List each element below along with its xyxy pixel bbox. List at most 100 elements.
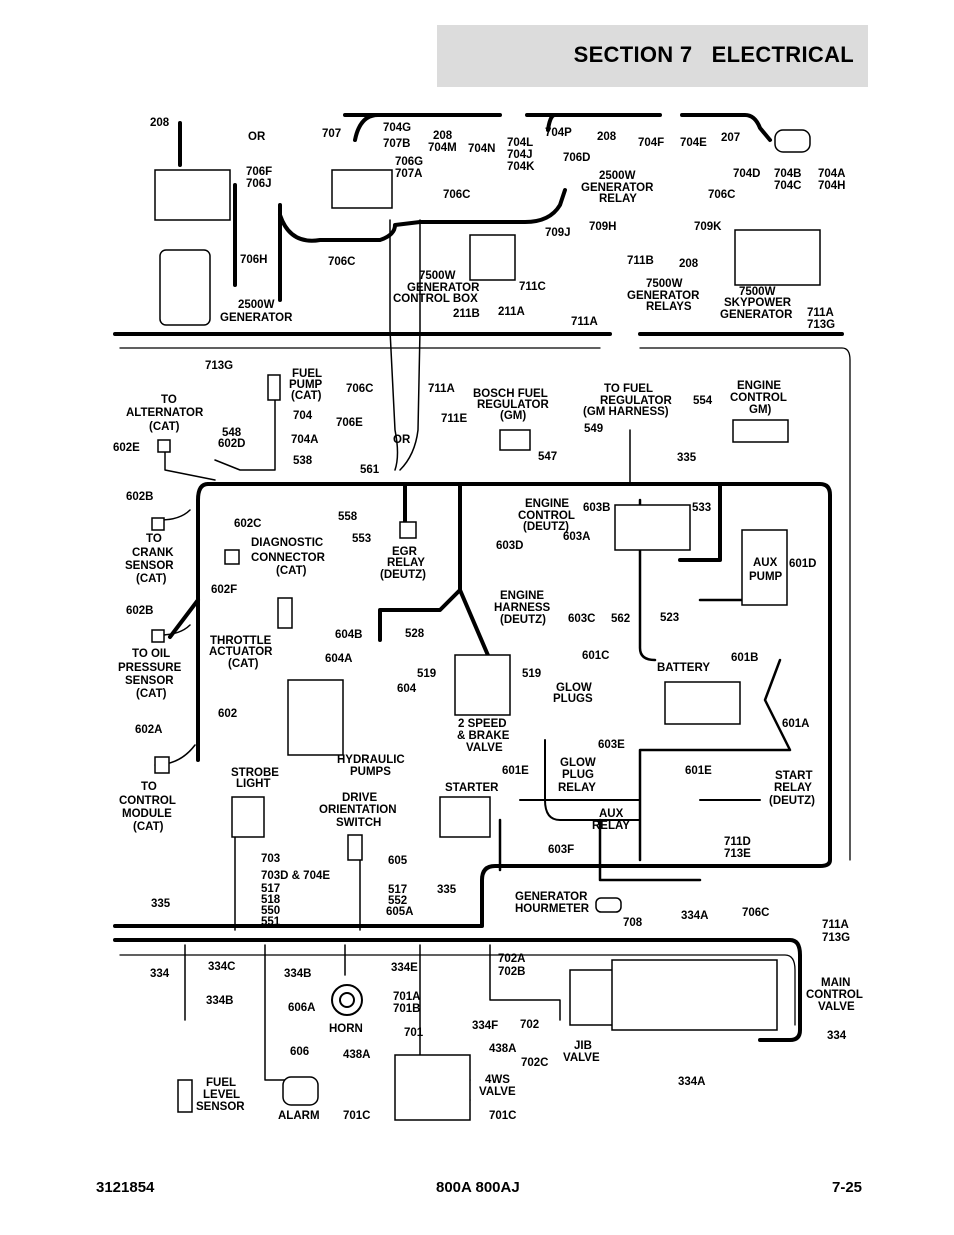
diagram-label: 334C: [208, 961, 236, 973]
drive-orientation-switch: [347, 834, 363, 861]
diagram-label: 4WS: [485, 1074, 510, 1086]
hydraulic-pumps: [287, 679, 344, 756]
diagram-label: 704: [293, 410, 313, 422]
engine-control-deutz: [614, 504, 691, 551]
model-name: 800A 800AJ: [436, 1179, 520, 1196]
bus-upper-thin: [119, 347, 851, 861]
diagram-label: MAIN: [821, 977, 850, 989]
diagram-label: 704H: [818, 180, 846, 192]
diagram-label: 704D: [733, 168, 761, 180]
diagram-label: 706C: [443, 189, 471, 201]
diagram-label: 709H: [589, 221, 617, 233]
jib-valve: [569, 969, 616, 1026]
diagram-label: 552: [388, 895, 407, 907]
diagram-label: 602: [218, 708, 237, 720]
diagram-label: 706D: [563, 152, 591, 164]
diagram-label: 704K: [507, 161, 535, 173]
diagram-label: 713G: [822, 932, 850, 944]
diagram-label: (CAT): [136, 688, 167, 700]
diagram-label: 707B: [383, 138, 411, 150]
diagram-label: 601E: [685, 765, 712, 777]
diagram-label: 704M: [428, 142, 457, 154]
diagram-label: 551: [261, 916, 281, 928]
diagram-label: 602C: [234, 518, 262, 530]
fuel-pump-cat: [267, 374, 281, 401]
diagram-label: START: [775, 770, 812, 782]
harness-706-vertical: [233, 183, 282, 302]
diagram-label: (CAT): [291, 390, 322, 402]
diagram-label: 603B: [583, 502, 611, 514]
diagram-label: (GM HARNESS): [583, 406, 669, 418]
diagram-label: 704F: [638, 137, 664, 149]
diagram-label: 706C: [328, 256, 356, 268]
diagram-label: 211B: [453, 308, 480, 320]
generator-control-box: [469, 234, 516, 281]
diagram-label: 701: [404, 1027, 424, 1039]
diagram-label: 335: [151, 898, 171, 910]
diagram-label: 706C: [346, 383, 374, 395]
battery: [664, 681, 741, 725]
diagram-label: 606: [290, 1046, 309, 1058]
diagram-label: 606A: [288, 1002, 316, 1014]
diagram-label: LEVEL: [203, 1089, 240, 1101]
diagram-label: 554: [693, 395, 713, 407]
diagram-label: 711A: [571, 316, 598, 328]
engine-harness-loop: [113, 482, 832, 928]
diagram-label: RELAYS: [646, 301, 692, 313]
diagram-label: RELAY: [387, 557, 425, 569]
diagram-label: (CAT): [276, 565, 307, 577]
diagram-label: LIGHT: [236, 778, 271, 790]
section-title: SECTION 7 ELECTRICAL: [573, 42, 854, 67]
diagram-label: JIB: [574, 1040, 592, 1052]
diagram-label: 334: [150, 968, 170, 980]
diagram-label: 704N: [468, 143, 496, 155]
diagram-label: 334: [827, 1030, 847, 1042]
diagram-label: AUX: [599, 808, 624, 820]
diagram-label: 605A: [386, 906, 414, 918]
diagram-label: 701C: [343, 1110, 371, 1122]
strobe-light: [231, 796, 265, 838]
diagram-label: FUEL: [292, 368, 322, 380]
diagram-label: VALVE: [818, 1001, 855, 1013]
diagram-label: PLUGS: [553, 693, 593, 705]
diagram-label: GENERATOR: [627, 290, 700, 302]
diagram-label: 334A: [678, 1076, 706, 1088]
diagram-label: 558: [338, 511, 358, 523]
generator-2500w: [159, 249, 211, 326]
diagram-label: 704A: [291, 434, 319, 446]
diagram-label: 605: [388, 855, 408, 867]
diagram-label: 707A: [395, 168, 423, 180]
diagram-label: BOSCH FUEL: [473, 388, 548, 400]
diagram-label: CRANK: [132, 547, 174, 559]
diagram-label: 528: [405, 628, 425, 640]
diagram-label: ENGINE: [525, 498, 569, 510]
diagram-label: (CAT): [133, 821, 164, 833]
diagram-label: GENERATOR: [407, 282, 480, 294]
diagram-label: HARNESS: [494, 602, 551, 614]
diagram-label: FUEL: [206, 1077, 236, 1089]
generator-hourmeter: [595, 897, 622, 913]
diagram-label: REGULATOR: [477, 399, 549, 411]
diagram-label: 711A: [428, 383, 455, 395]
diagram-label: SENSOR: [125, 560, 174, 572]
diagram-label: & BRAKE: [457, 730, 510, 742]
drops-middle: [154, 379, 361, 931]
skypower-generator: [734, 229, 821, 286]
diagram-label: 706H: [240, 254, 268, 266]
diagram-label: TO FUEL: [604, 383, 653, 395]
diagram-label: (DEUTZ): [500, 614, 546, 626]
diagram-label: AUX: [753, 557, 778, 569]
crank-sensor-connector: [151, 517, 165, 531]
diagram-label: 550: [261, 905, 280, 917]
diagram-label: 519: [417, 668, 436, 680]
diagram-label: 602F: [211, 584, 237, 596]
diagram-label: 438A: [343, 1049, 371, 1061]
diagram-label: 601C: [582, 650, 610, 662]
alarm: [282, 1076, 319, 1106]
engine-harness-left: [168, 482, 210, 762]
diagram-label: PUMP: [749, 571, 783, 583]
diagram-label: RELAY: [599, 193, 637, 205]
oil-pressure-connector: [151, 629, 165, 643]
diagram-label: 706G: [395, 156, 423, 168]
diagram-label: 711A: [807, 307, 834, 319]
